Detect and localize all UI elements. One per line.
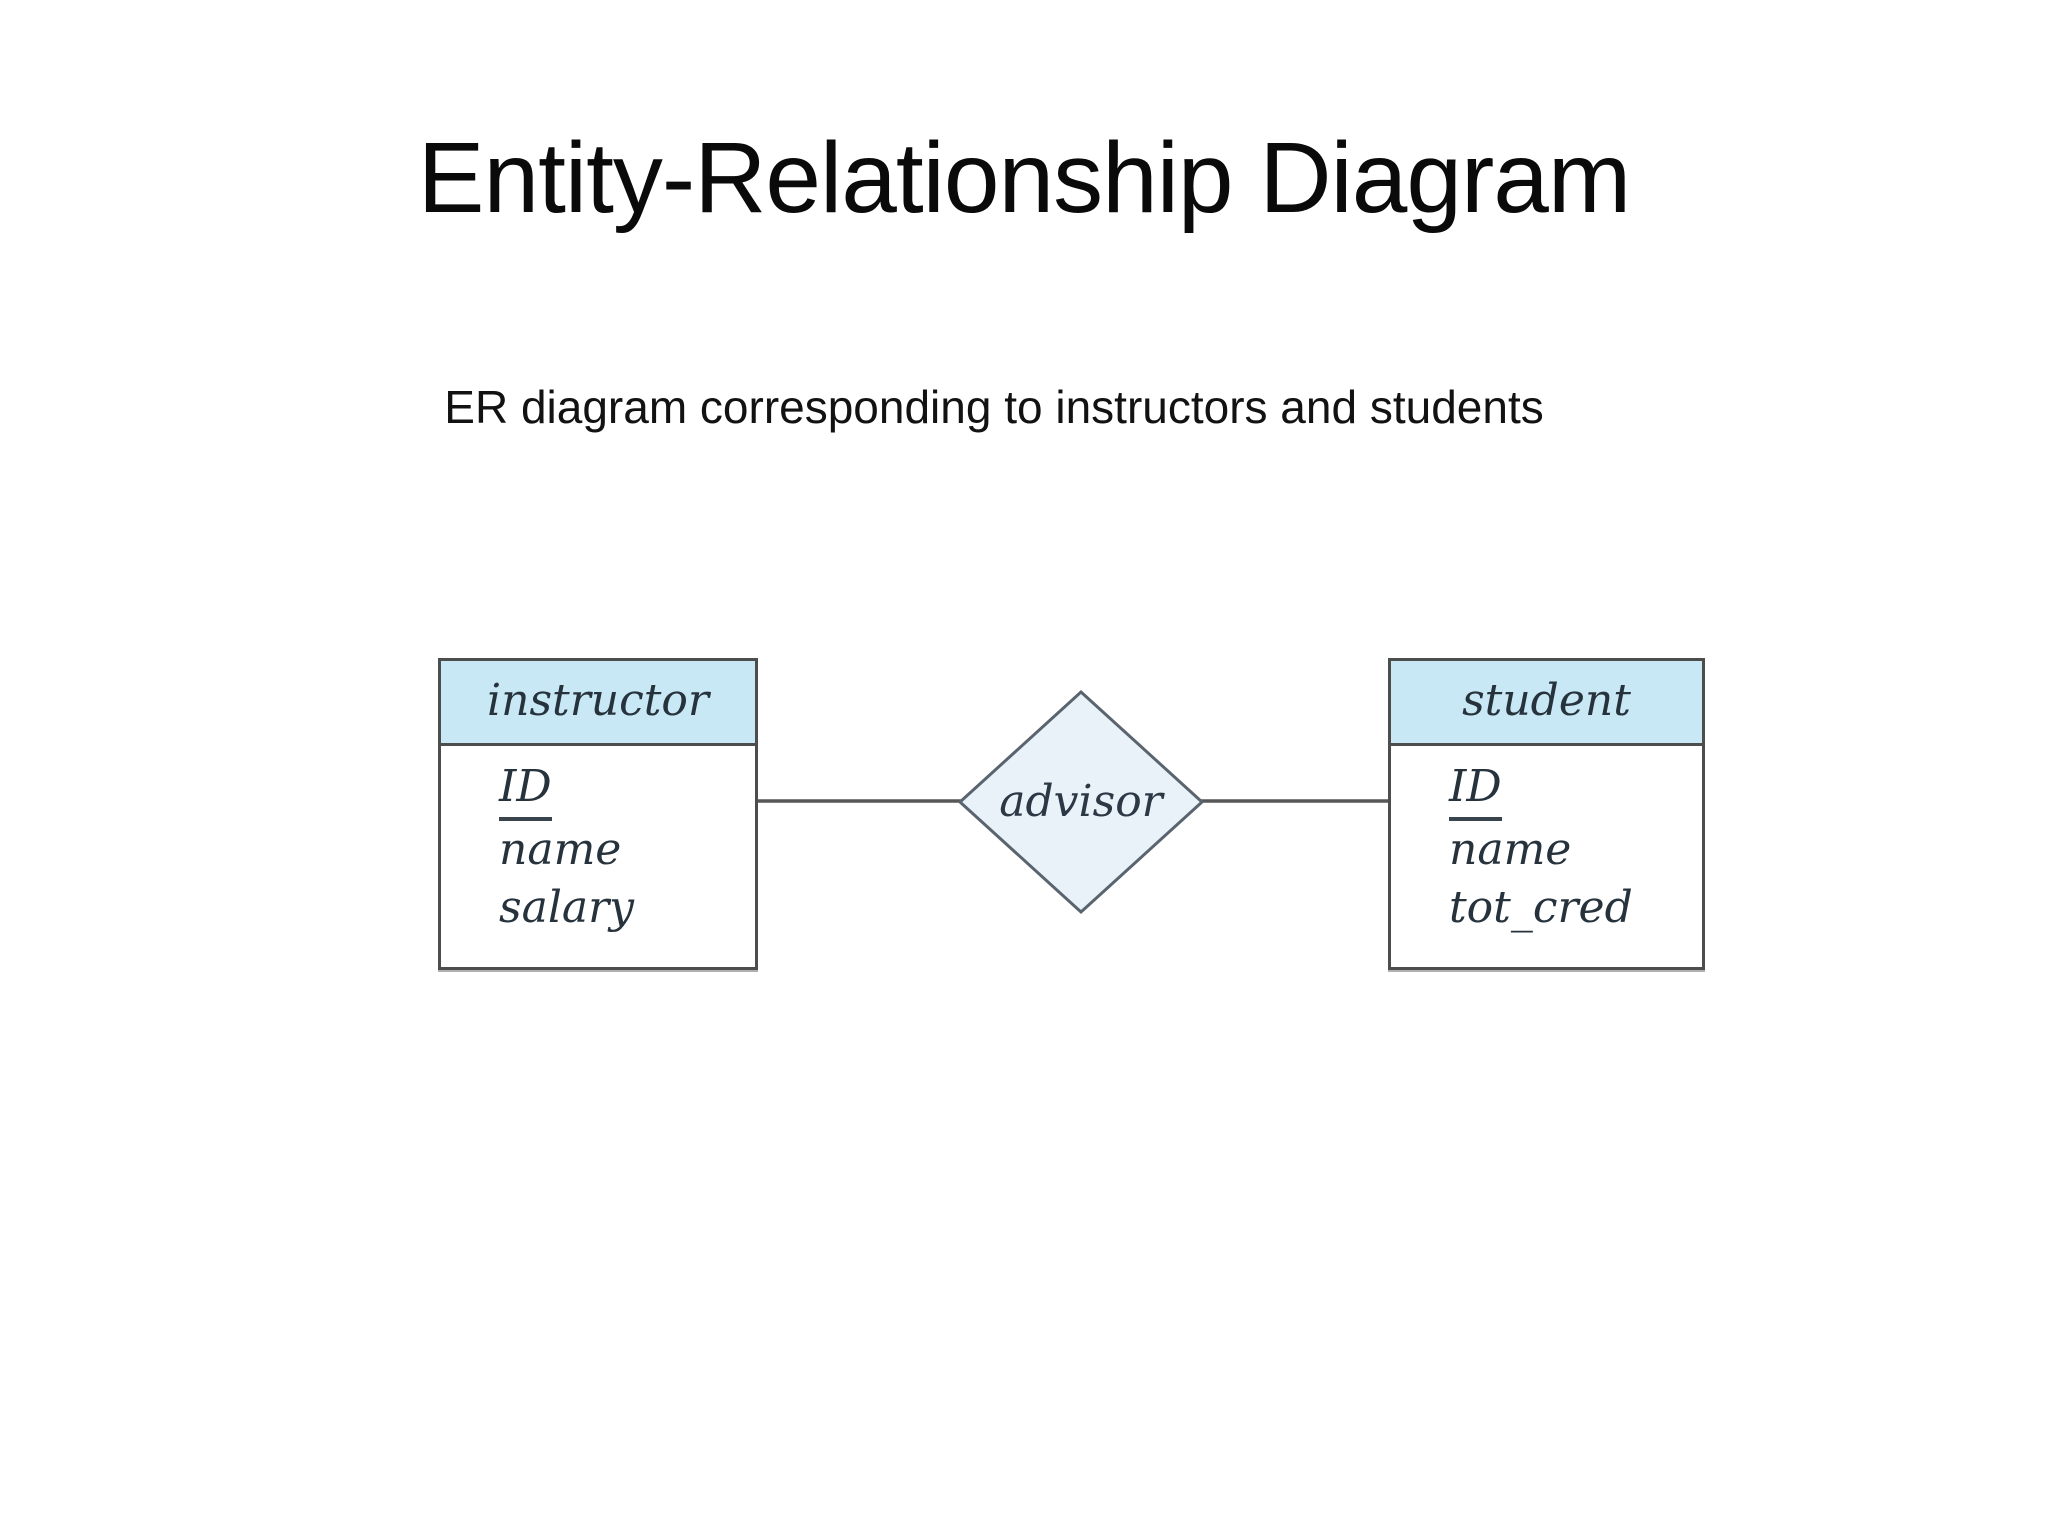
attribute-student-totcred: tot_cred — [1449, 882, 1633, 933]
entity-instructor-name: instructor — [441, 661, 755, 746]
attribute-student-name: name — [1449, 824, 1572, 875]
entity-instructor-attributes: ID name salary — [441, 746, 755, 937]
entity-instructor: instructor ID name salary — [438, 658, 758, 970]
attribute-instructor-id: ID — [499, 758, 755, 821]
entity-student: student ID name tot_cred — [1388, 658, 1705, 970]
page-title: Entity-Relationship Diagram — [417, 122, 1631, 234]
entity-student-name: student — [1391, 661, 1702, 746]
relationship-diamond-advisor — [957, 689, 1205, 915]
slide-subtitle: ER diagram corresponding to instructors … — [444, 381, 1544, 433]
attribute-student-id: ID — [1449, 758, 1702, 821]
entity-student-attributes: ID name tot_cred — [1391, 746, 1702, 937]
attribute-instructor-salary: salary — [499, 882, 635, 933]
relationship-advisor-label: advisor — [999, 776, 1163, 827]
attribute-instructor-name: name — [499, 824, 622, 875]
